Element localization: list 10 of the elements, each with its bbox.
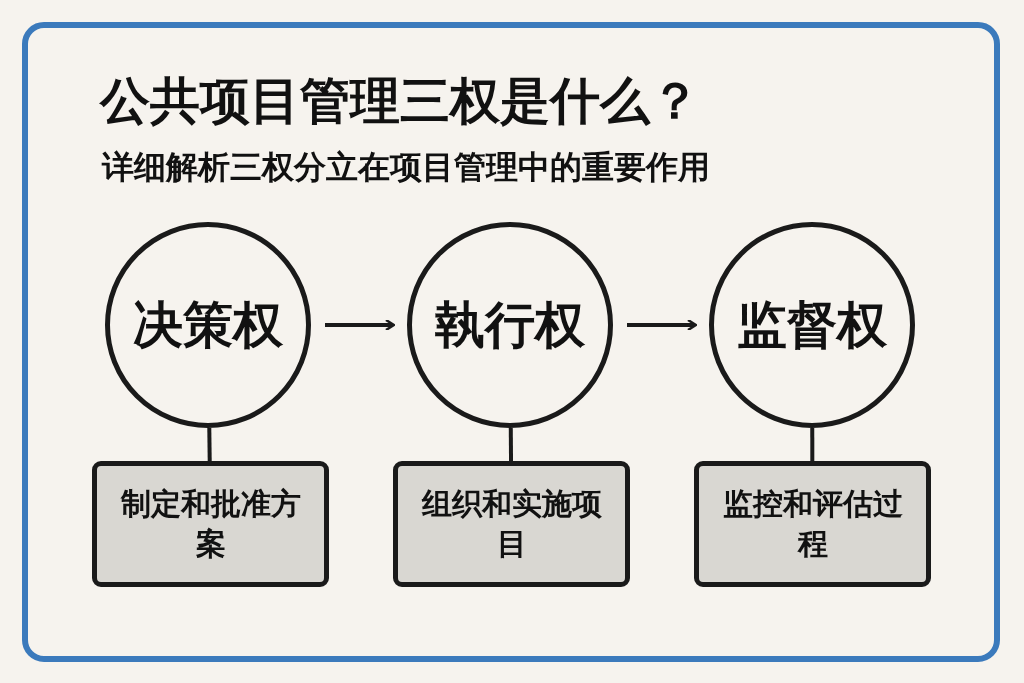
text-box: 制定和批准方案 <box>92 461 329 587</box>
title: 公共项目管理三权是什么？ <box>100 71 700 132</box>
connector-line <box>508 428 514 462</box>
arrow <box>627 318 698 332</box>
connector-line <box>207 427 212 462</box>
subtitle: 详细解析三权分立在项目管理中的重要作用 <box>102 147 710 188</box>
connector-line <box>810 428 815 461</box>
arrow <box>325 318 396 332</box>
text-box: 组织和实施项目 <box>393 461 630 587</box>
text-box: 监控和评估过程 <box>694 461 931 587</box>
